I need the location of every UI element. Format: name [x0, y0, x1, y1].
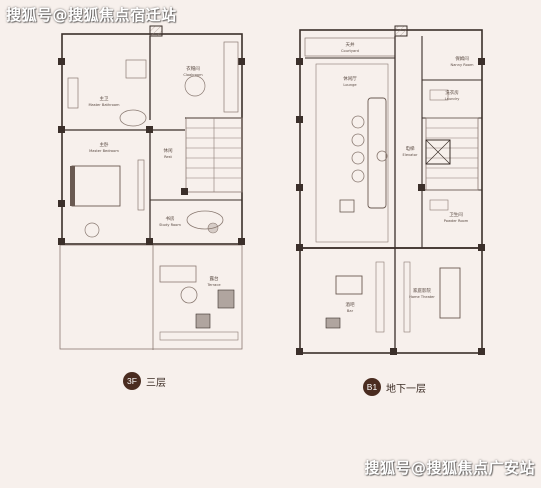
3f-ottoman — [184, 75, 206, 97]
3f-columns — [58, 58, 245, 245]
3f-wardrobe — [223, 41, 239, 113]
3f-cloakroom-label: 衣帽间 — [186, 65, 200, 72]
basement-caption: B1 地下一层 — [363, 378, 426, 396]
b1-laundry-label-en: Laundry — [445, 97, 461, 101]
b1-bar-shelf — [375, 261, 385, 333]
b1-theater-screen — [403, 261, 411, 333]
watermark-top: 搜狐号@搜狐焦点宿迁站 — [6, 6, 177, 24]
3f-terrace-lounger — [217, 289, 235, 309]
3f-tv-wall — [137, 159, 145, 211]
3f-lounge-chair — [84, 222, 100, 238]
basement-name: 地下一层 — [386, 383, 426, 395]
3f-study-desk — [186, 210, 224, 230]
3f-vanity — [67, 77, 79, 109]
b1-nanny-label: 保姆间 — [455, 55, 469, 62]
3f-bathtub — [119, 109, 147, 127]
b1-lounge-chair — [339, 199, 355, 213]
3f-hall-label-en: Rest — [164, 155, 172, 159]
third-floor-name: 三层 — [146, 377, 166, 389]
b1-powder-label: 卫生间 — [449, 211, 463, 218]
b1-lounge-tables — [351, 115, 388, 183]
3f-study-label: 书房 — [166, 215, 175, 222]
3f-study-chair — [207, 222, 219, 234]
b1-lounge-zone — [315, 63, 389, 243]
basement-badge: B1 — [363, 378, 381, 396]
3f-terrace-label-en: Terrace — [206, 283, 221, 287]
b1-theater-label: 家庭影院 — [413, 287, 431, 294]
b1-theater-sofa — [439, 267, 461, 319]
3f-terrace-table — [180, 286, 198, 304]
b1-bar-label-en: Bar — [347, 309, 354, 313]
b1-elevator-label-en: Elevator — [403, 153, 418, 157]
plan-basement: 天井 Courtyard 休闲厅 Lounge 保姆间 Nanny Room 洗… — [296, 25, 485, 355]
b1-columns — [296, 58, 485, 355]
b1-lounge-sofa — [367, 97, 387, 209]
plan-third-floor: 衣帽间 Cloakroom 主卫 Master Bathroom 主卧 Mast… — [58, 25, 245, 350]
3f-bed — [71, 165, 121, 207]
3f-terrace-label: 露台 — [210, 275, 219, 282]
b1-elevator-cross — [425, 139, 451, 165]
b1-powder-fixtures — [429, 199, 449, 211]
b1-bar-counter — [335, 275, 363, 295]
3f-terrace-chair — [195, 313, 211, 329]
3f-bath-label: 主卫 — [100, 95, 109, 102]
3f-cloakroom-label-en: Cloakroom — [183, 73, 203, 77]
3f-bed-headboard — [70, 166, 75, 206]
3f-hall-label: 休闲 — [164, 147, 173, 154]
b1-powder-label-en: Powder Room — [444, 219, 469, 223]
3f-top-notch — [149, 25, 163, 37]
third-floor-badge: 3F — [123, 372, 141, 390]
b1-nanny-label-en: Nanny Room — [451, 63, 474, 67]
b1-stair — [425, 117, 479, 191]
3f-terrace-outline — [59, 244, 243, 350]
3f-study-label-en: Study Room — [159, 223, 181, 227]
b1-bar-label: 酒吧 — [346, 301, 355, 308]
b1-courtyard-label-en: Courtyard — [341, 49, 359, 53]
b1-elevator-label: 电梯 — [406, 145, 415, 152]
b1-elevator-shaft — [425, 139, 451, 165]
b1-stair-treads — [426, 127, 478, 179]
watermark-bottom: 搜狐号@搜狐焦点广安站 — [364, 459, 535, 477]
b1-courtyard-label: 天井 — [346, 41, 355, 48]
b1-laundry-fixtures — [429, 89, 449, 101]
3f-shower — [125, 59, 147, 79]
b1-laundry-label: 洗衣房 — [445, 89, 459, 96]
3f-bedroom-label-en: Master Bedroom — [89, 149, 119, 153]
3f-stair-treads — [186, 118, 242, 192]
b1-top-notch — [394, 25, 408, 37]
3f-terrace-sofa — [159, 265, 197, 283]
3f-bedroom-label: 主卧 — [100, 141, 109, 148]
third-floor-caption: 3F 三层 — [123, 372, 166, 390]
3f-terrace-planter — [159, 331, 239, 341]
b1-bar-stool — [325, 317, 341, 329]
b1-theater-label-en: Home Theater — [409, 295, 435, 299]
b1-lounge-label: 休闲厅 — [343, 75, 357, 82]
3f-bath-label-en: Master Bathroom — [88, 103, 120, 107]
b1-outer-wall-lower — [299, 247, 483, 354]
b1-lounge-label-en: Lounge — [343, 83, 357, 87]
